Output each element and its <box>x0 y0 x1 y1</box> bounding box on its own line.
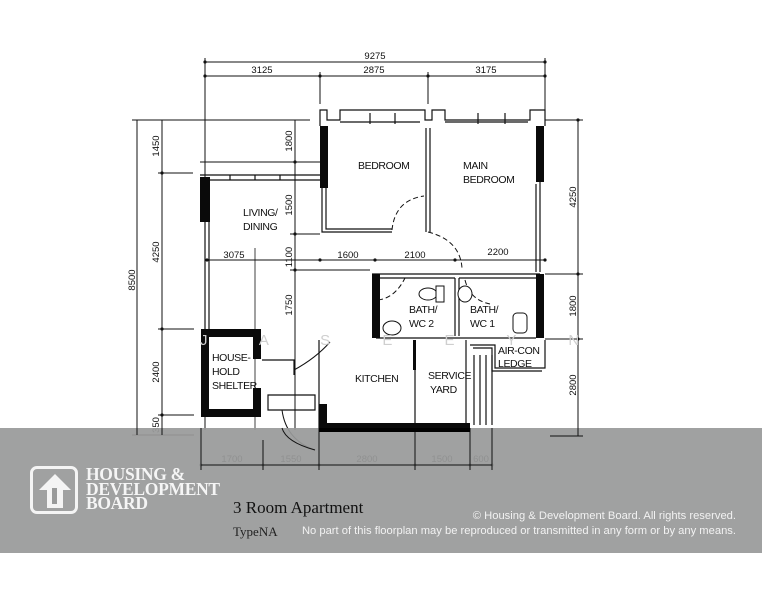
dim-right-2: 1800 <box>568 295 579 316</box>
dim-left-overall: 8500 <box>127 269 138 290</box>
room-label-bath1-1: BATH/ <box>470 304 499 316</box>
dim-overall-width: 9275 <box>364 51 385 62</box>
room-label-shelter-1: HOUSE- <box>212 352 251 364</box>
watermark-text: J A S E E Y N <box>200 332 603 349</box>
dim-left-1: 1450 <box>151 135 162 156</box>
dim-mid-4: 2200 <box>487 247 508 258</box>
apartment-title: 3 Room Apartment <box>233 498 364 517</box>
apartment-type-label: Type <box>233 524 259 539</box>
dim-inner-1: 1800 <box>284 130 295 151</box>
room-label-living-1: LIVING/ <box>243 207 278 219</box>
room-label-aircon-2: LEDGE <box>498 358 532 370</box>
room-label-main-bedroom-2: BEDROOM <box>463 174 514 186</box>
org-name-line-2: DEVELOPMENT <box>86 478 220 499</box>
house-arrow-icon <box>39 474 71 508</box>
room-label-main-bedroom-1: MAIN <box>463 160 488 172</box>
apartment-type-value: NA <box>258 524 278 539</box>
room-label-bath1-2: WC 1 <box>470 318 495 330</box>
dim-top-1: 3125 <box>251 65 272 76</box>
dim-left-3: 2400 <box>151 361 162 382</box>
dim-right-1: 4250 <box>568 186 579 207</box>
dim-inner-4: 1750 <box>284 294 295 315</box>
hdb-logo <box>30 466 78 514</box>
footer-band <box>0 428 762 553</box>
dim-top-2: 2875 <box>363 65 384 76</box>
dim-top-3: 3175 <box>475 65 496 76</box>
org-name-line-1: HOUSING & <box>86 464 185 484</box>
room-label-bath2-2: WC 2 <box>409 318 434 330</box>
org-name: HOUSING & DEVELOPMENT BOARD <box>86 464 220 513</box>
room-label-living-2: DINING <box>243 221 278 233</box>
room-label-shelter-2: HOLD <box>212 366 240 378</box>
dim-left-2: 4250 <box>151 241 162 262</box>
dim-left-4: 350 <box>151 417 162 433</box>
room-label-bedroom: BEDROOM <box>358 160 409 172</box>
dim-inner-3: 1100 <box>284 247 295 267</box>
dim-mid-1: 3075 <box>223 250 244 261</box>
dim-mid-3: 2100 <box>404 250 425 261</box>
dim-inner-2: 1500 <box>284 194 295 215</box>
room-label-service-yard-1: SERVICE <box>428 370 472 382</box>
copyright-text: © Housing & Development Board. All right… <box>472 510 736 522</box>
room-label-shelter-3: SHELTER <box>212 380 258 392</box>
room-label-service-yard-2: YARD <box>430 384 458 396</box>
apartment-type: TypeNA <box>233 524 278 540</box>
room-label-kitchen: KITCHEN <box>355 373 398 385</box>
disclaimer-text: No part of this floorplan may be reprodu… <box>301 525 736 537</box>
org-name-line-3: BOARD <box>86 493 148 513</box>
dim-mid-2: 1600 <box>337 250 358 261</box>
dim-right-3: 2800 <box>568 374 579 395</box>
room-label-bath2-1: BATH/ <box>409 304 438 316</box>
room-label-aircon-1: AIR-CON <box>498 345 540 357</box>
